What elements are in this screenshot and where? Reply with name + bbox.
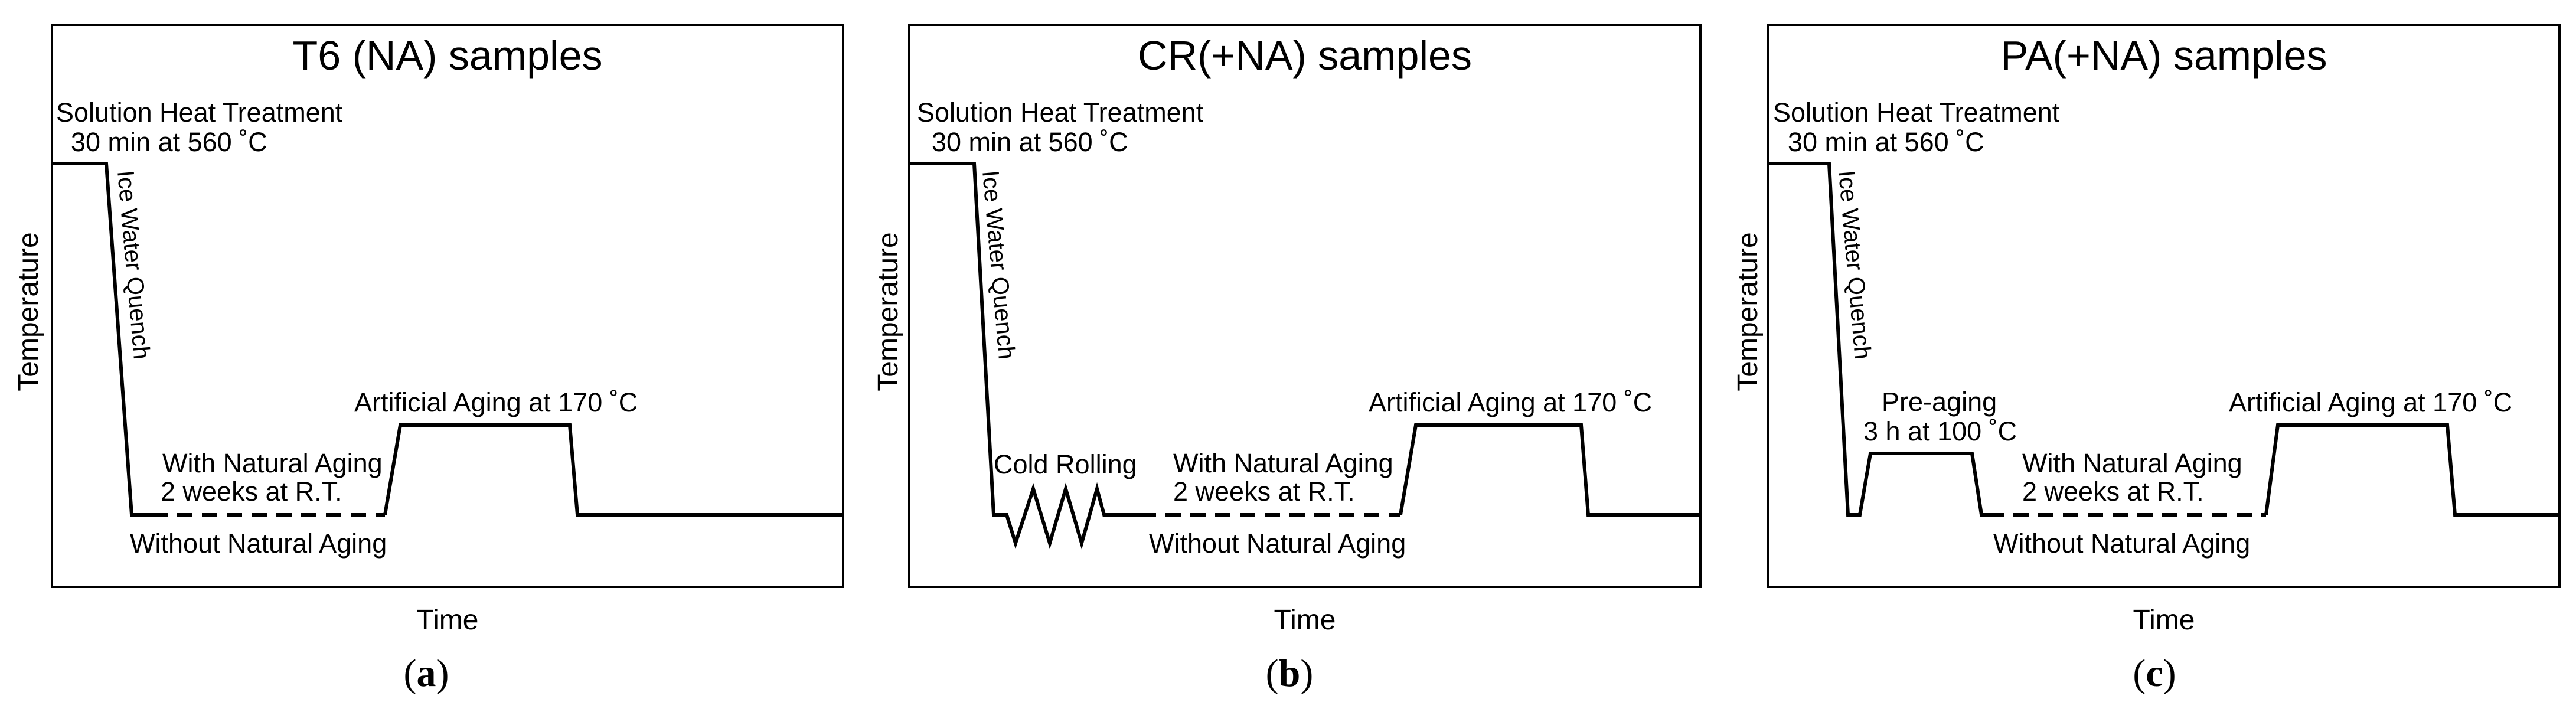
panel-b-aa-label: Artificial Aging at 170 ˚C (1369, 387, 1652, 417)
panel-c-with-na-time-label: 2 weeks at R.T. (2022, 476, 2204, 507)
panel-c-y-axis-label: Temperature (1732, 232, 1764, 391)
panel-a-y-axis-label: Temperature (13, 232, 44, 391)
panel-c-x-axis-label: Time (2133, 605, 2195, 636)
panel-a-frame (51, 24, 844, 588)
panel-b-with-na-time-label: 2 weeks at R.T. (1173, 476, 1355, 507)
panel-a-with-na-label: With Natural Aging (162, 448, 383, 478)
panel-a-sht-temp-label: 30 min at 560 ˚C (71, 127, 267, 157)
panel-c-pre-aging-temp-label: 3 h at 100 ˚C (1863, 416, 2017, 446)
panel-b-y-axis-label: Temperature (873, 232, 904, 391)
panel-b: CR(+NA) samples Solution Heat Treatment … (873, 24, 1702, 695)
panel-c-sht-label: Solution Heat Treatment (1773, 97, 2060, 128)
panel-b-process-line (909, 162, 1141, 550)
panel-a-without-na-label: Without Natural Aging (130, 528, 387, 559)
panel-b-frame (908, 24, 1702, 588)
panel-c-without-na-label: Without Natural Aging (1993, 528, 2250, 559)
panel-b-x-axis-label: Time (1274, 605, 1336, 636)
panel-a-caption: (a) (404, 652, 449, 695)
panel-c-sht-temp-label: 30 min at 560 ˚C (1788, 127, 1984, 157)
panel-a-sht-label: Solution Heat Treatment (56, 97, 343, 128)
panel-a-process-line (52, 162, 152, 517)
panel-a-artificial-aging-line (383, 423, 843, 517)
panel-c: PA(+NA) samples Solution Heat Treatment … (1732, 24, 2561, 695)
panel-c-artificial-aging-line (2264, 423, 2559, 517)
panel-c-frame (1767, 24, 2561, 588)
panel-b-cold-rolling-label: Cold Rolling (994, 449, 1137, 479)
panel-b-sht-temp-label: 30 min at 560 ˚C (932, 127, 1128, 157)
panel-b-artificial-aging-line (1399, 423, 1700, 517)
panel-b-caption: (b) (1266, 652, 1314, 695)
panel-a-x-axis-label: Time (417, 605, 479, 636)
panel-b-with-na-label: With Natural Aging (1173, 448, 1393, 478)
panel-b-title: CR(+NA) samples (1138, 32, 1472, 79)
panel-b-sht-label: Solution Heat Treatment (917, 97, 1204, 128)
panel-c-process-line (1768, 162, 1989, 517)
panel-a-title: T6 (NA) samples (292, 32, 602, 79)
panel-c-with-na-label: With Natural Aging (2022, 448, 2242, 478)
panel-c-caption: (c) (2133, 652, 2176, 695)
panel-a: T6 (NA) samples Solution Heat Treatment … (13, 24, 844, 695)
panel-c-aa-label: Artificial Aging at 170 ˚C (2229, 387, 2512, 417)
panel-a-aa-label: Artificial Aging at 170 ˚C (354, 387, 638, 417)
panel-c-title: PA(+NA) samples (2000, 32, 2327, 79)
panel-b-without-na-label: Without Natural Aging (1149, 528, 1406, 559)
panel-c-pre-aging-label: Pre-aging (1882, 387, 1997, 417)
panel-a-with-na-time-label: 2 weeks at R.T. (161, 476, 342, 507)
